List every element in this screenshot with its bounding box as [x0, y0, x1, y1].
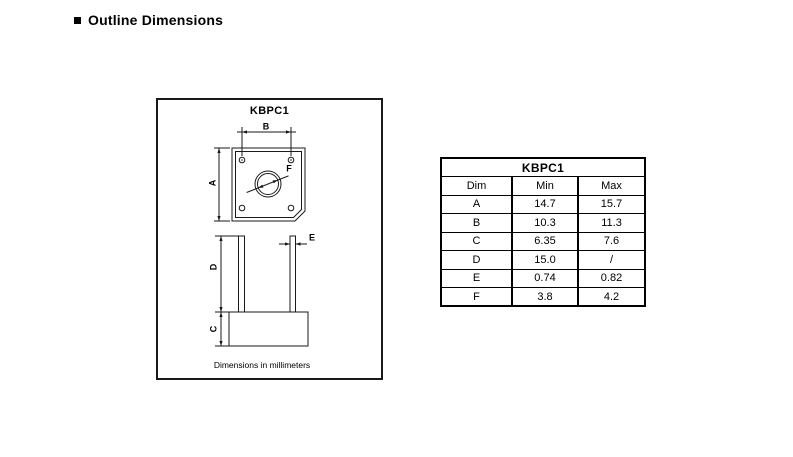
dim-label-b: B [262, 121, 270, 132]
table-row: C 6.35 7.6 [440, 231, 647, 251]
cell-max: 11.3 [576, 213, 647, 233]
table-row: D 15.0 / [440, 250, 647, 270]
cell-min: 14.7 [511, 194, 579, 214]
col-header-min: Min [511, 176, 579, 196]
dim-label-f: F [286, 163, 292, 174]
section-heading-text: Outline Dimensions [88, 12, 224, 28]
table-row: F 3.8 4.2 [440, 287, 647, 307]
cell-dim: D [440, 250, 513, 270]
dimensions-table: KBPC1 Dim Min Max A 14.7 15.7 B 10.3 11.… [439, 157, 647, 307]
dim-label-e: E [308, 232, 316, 243]
table-title: KBPC1 [439, 157, 647, 177]
cell-dim: F [440, 287, 513, 307]
table-row: B 10.3 11.3 [440, 213, 647, 233]
cell-min: 10.3 [511, 213, 579, 233]
cell-dim: E [440, 268, 513, 288]
cell-max: 15.7 [576, 194, 647, 214]
col-header-dim: Dim [440, 176, 513, 196]
cell-dim: C [440, 231, 513, 251]
cell-max: 0.82 [576, 268, 647, 288]
top-view [214, 127, 306, 222]
outline-drawing [156, 98, 383, 380]
cell-min: 3.8 [511, 287, 579, 307]
cell-min: 0.74 [511, 268, 579, 288]
dim-label-a: A [207, 179, 218, 187]
cell-dim: A [440, 194, 513, 214]
outline-drawing-panel: KBPC1 B A F D C E Dimensions in millimet… [156, 98, 383, 380]
cell-max: / [576, 250, 647, 270]
table-row: E 0.74 0.82 [440, 268, 647, 288]
drawing-frame [156, 98, 383, 380]
diagram-part-name: KBPC1 [249, 105, 290, 117]
cell-max: 7.6 [576, 231, 647, 251]
dim-label-d: D [208, 263, 219, 271]
table-header-row: Dim Min Max [440, 176, 647, 196]
table-row: A 14.7 15.7 [440, 194, 647, 214]
cell-min: 6.35 [511, 231, 579, 251]
diagram-caption: Dimensions in millimeters [213, 360, 311, 370]
dim-label-c: C [208, 325, 219, 333]
table-title-row: KBPC1 [439, 157, 647, 177]
cell-dim: B [440, 213, 513, 233]
cell-min: 15.0 [511, 250, 579, 270]
section-heading: Outline Dimensions [74, 12, 223, 28]
cell-max: 4.2 [576, 287, 647, 307]
side-view [215, 235, 309, 347]
col-header-max: Max [576, 176, 647, 196]
square-bullet-icon [74, 17, 81, 24]
